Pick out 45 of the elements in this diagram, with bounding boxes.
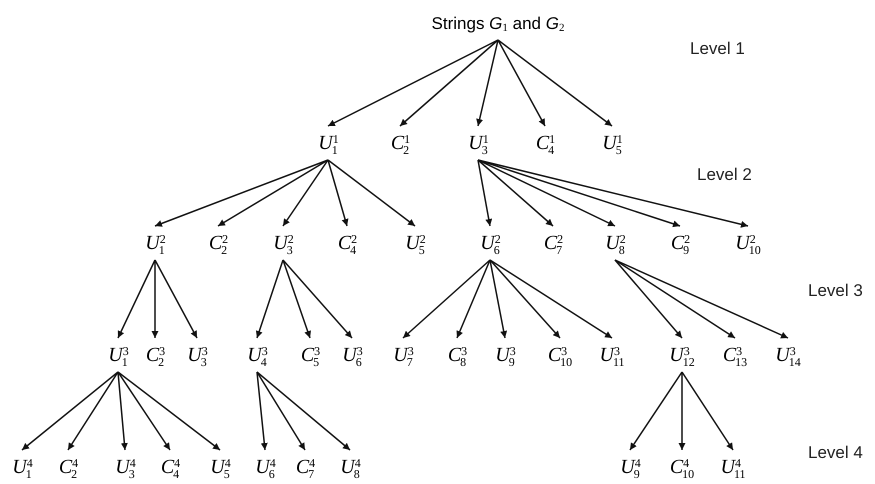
arrow: [614, 259, 788, 339]
arrow: [282, 260, 353, 338]
arrow: [681, 372, 734, 450]
arrow: [256, 372, 268, 450]
arrow: [152, 260, 158, 338]
arrow: [328, 159, 416, 227]
arrow: [489, 260, 561, 338]
arrow: [478, 159, 680, 228]
arrow: [490, 259, 612, 339]
arrow: [67, 372, 119, 450]
arrow: [117, 260, 156, 338]
arrow: [498, 39, 612, 127]
arrow: [22, 371, 118, 451]
arrow: [256, 260, 284, 338]
level-label: Level 2: [697, 164, 752, 186]
arrow: [282, 260, 312, 338]
arrow: [154, 260, 198, 338]
arrow: [456, 260, 491, 338]
arrow: [402, 259, 490, 339]
arrow: [328, 39, 498, 127]
level-label: Level 4: [808, 442, 863, 464]
arrow: [477, 160, 492, 226]
arrow: [282, 160, 329, 226]
arrow: [476, 40, 499, 126]
arrow: [154, 159, 328, 227]
arrow: [478, 159, 616, 227]
arrow: [256, 371, 350, 451]
arrow: [614, 260, 683, 338]
arrow: [218, 159, 328, 227]
arrow: [118, 371, 220, 451]
arrow: [327, 160, 348, 226]
arrow: [629, 372, 683, 450]
arrow: [478, 159, 748, 228]
level-label: Level 1: [690, 38, 745, 60]
level-label: Level 3: [808, 280, 863, 302]
tree-root-label: Strings G$_{1}$ and G$_{2}$: [432, 14, 564, 32]
arrow: [489, 260, 508, 338]
arrow: [117, 372, 171, 450]
arrow: [400, 39, 498, 127]
arrow: [256, 372, 306, 450]
arrow: [614, 259, 736, 339]
arrow: [497, 40, 546, 126]
arrow: [678, 372, 686, 450]
arrow: [478, 159, 554, 227]
arrow: [117, 372, 128, 450]
